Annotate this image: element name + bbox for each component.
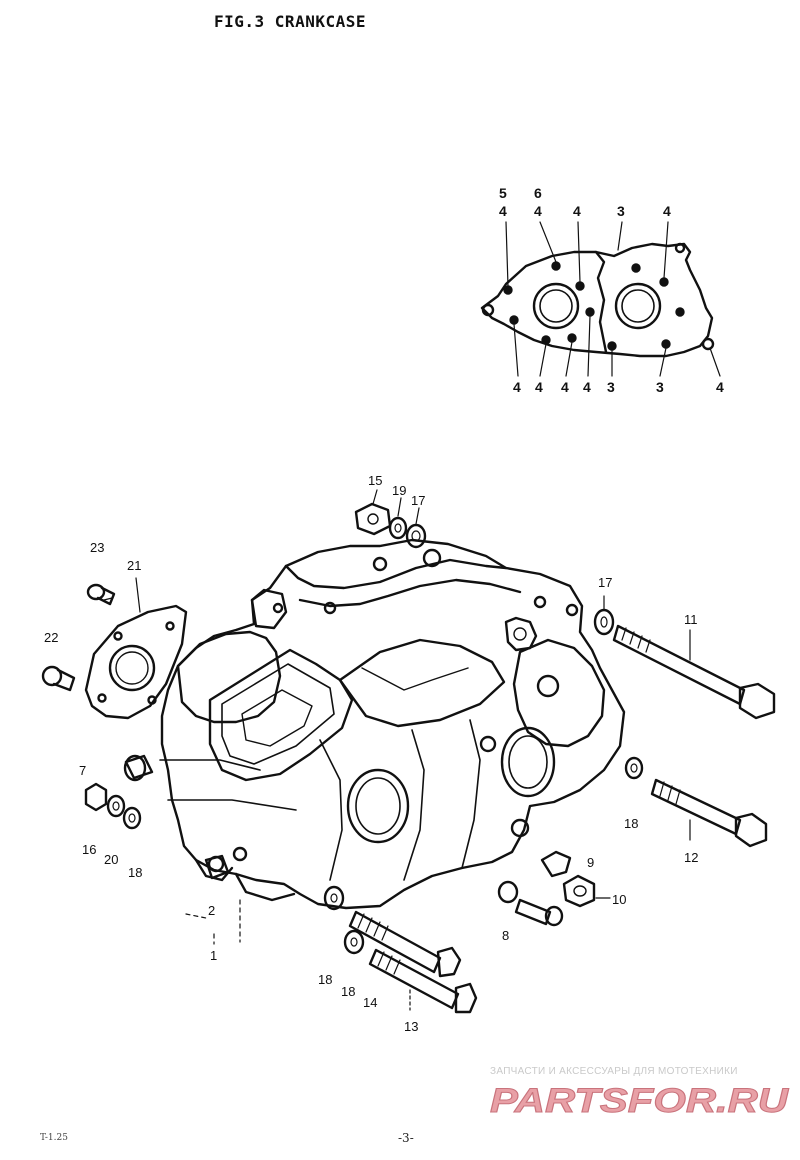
inset-callout-4f: 4 (535, 379, 543, 395)
parts-15-19-17 (354, 489, 427, 549)
callout-18-left: 18 (128, 865, 143, 880)
parts-13-14-18 (323, 885, 478, 1014)
callout-18-bottom-a: 18 (318, 972, 333, 987)
callout-1: 1 (210, 948, 218, 963)
callout-11: 11 (684, 612, 698, 627)
figure-title: FIG.3 CRANKCASE (214, 12, 366, 31)
callout-14: 14 (363, 995, 378, 1010)
main-crankcase-assembly (159, 538, 626, 910)
callout-19: 19 (392, 483, 407, 498)
callout-18-bottom-b: 18 (341, 984, 356, 999)
callout-21: 21 (127, 558, 142, 573)
callout-2: 2 (208, 903, 216, 918)
callout-7: 7 (79, 763, 87, 778)
callout-15: 15 (368, 473, 383, 488)
watermark-logo-text: PARTSFOR.RU (490, 1082, 790, 1120)
inset-callout-4c: 4 (573, 203, 581, 219)
watermark-logo-mark: PARTSFOR.RU (490, 1082, 791, 1121)
part-7-dowel (123, 754, 154, 782)
callout-17-top: 17 (411, 493, 426, 508)
callout-10: 10 (612, 892, 627, 907)
callout-20: 20 (104, 852, 119, 867)
callout-8: 8 (502, 928, 510, 943)
part-21-gasket (84, 577, 188, 720)
inset-callout-4h: 4 (583, 379, 591, 395)
inset-callout-4b: 4 (534, 203, 542, 219)
inset-callout-4e: 4 (513, 379, 521, 395)
parts-1-2 (185, 854, 241, 945)
callout-12: 12 (684, 850, 699, 865)
inset-crankcase-half (480, 221, 721, 377)
inset-callout-4a: 4 (499, 203, 507, 219)
part-22-screw (41, 665, 76, 692)
inset-callout-5: 5 (499, 185, 507, 201)
corner-code: T-1.25 (40, 1133, 68, 1143)
inset-callout-3b: 3 (607, 379, 615, 395)
parts-9-10 (540, 850, 611, 908)
callout-22: 22 (44, 630, 59, 645)
part-23-screw (86, 583, 116, 606)
callout-18-right: 18 (624, 816, 639, 831)
parts-16-20-18 (84, 782, 142, 830)
callout-23: 23 (90, 540, 105, 555)
inset-callout-4d: 4 (663, 203, 671, 219)
part-12-bolt (624, 756, 768, 848)
callout-16: 16 (82, 842, 97, 857)
inset-callout-6: 6 (534, 185, 542, 201)
inset-callout-4g: 4 (561, 379, 569, 395)
inset-callout-4i: 4 (716, 379, 724, 395)
page-number: -3- (398, 1131, 414, 1145)
callout-9: 9 (587, 855, 595, 870)
inset-callout-3c: 3 (656, 379, 664, 395)
callout-17-right: 17 (598, 575, 613, 590)
part-11-long-bolt (593, 595, 776, 720)
watermark-tagline: ЗАПЧАСТИ И АКСЕССУАРЫ ДЛЯ МОТОТЕХНИКИ (490, 1066, 738, 1077)
inset-callout-3a: 3 (617, 203, 625, 219)
part-8-screw (497, 880, 564, 927)
callout-13: 13 (404, 1019, 419, 1034)
